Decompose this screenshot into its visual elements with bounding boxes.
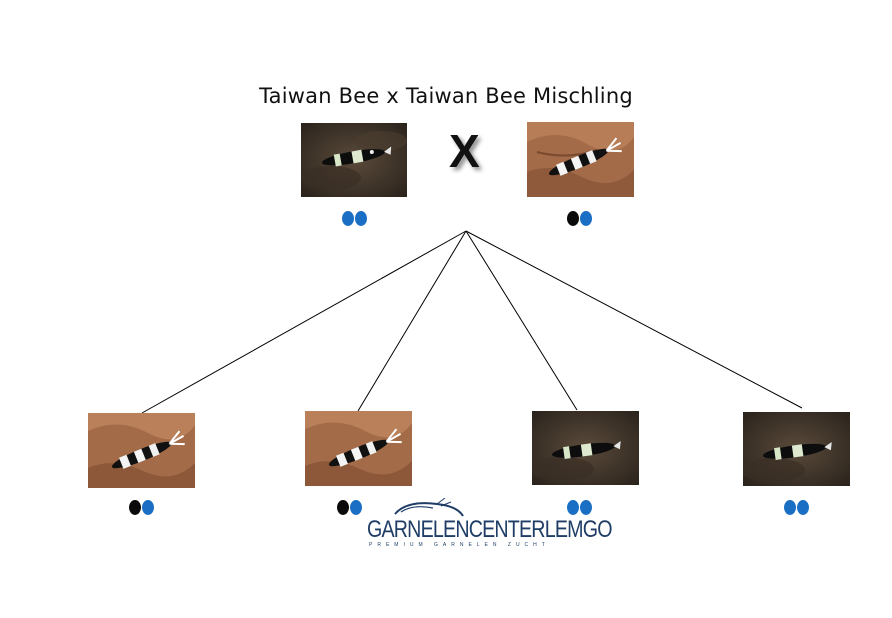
blue-allele-dot <box>580 211 592 226</box>
black-allele-dot <box>129 500 141 515</box>
offspring-4-alleles <box>784 500 809 515</box>
offspring-1-photo <box>88 413 195 488</box>
line-to-offspring-2 <box>357 230 467 412</box>
blue-allele-dot <box>342 211 354 226</box>
garnelencenter-lemgo-logo: GARNELENCENTERLEMGO PREMIUM GARNELEN ZUC… <box>367 498 613 548</box>
page-title: Taiwan Bee x Taiwan Bee Mischling <box>259 84 633 108</box>
parent-2-alleles <box>567 211 592 226</box>
offspring-3-photo <box>532 411 639 485</box>
blue-allele-dot <box>355 211 367 226</box>
logo-wordmark: GARNELENCENTERLEMGO <box>367 516 613 543</box>
blue-allele-dot <box>580 500 592 515</box>
offspring-3-alleles <box>567 500 592 515</box>
black-allele-dot <box>337 500 349 515</box>
blue-allele-dot <box>797 500 809 515</box>
parent-1-photo <box>301 123 407 197</box>
offspring-4-photo <box>743 412 850 486</box>
blue-allele-dot <box>567 500 579 515</box>
blue-allele-dot <box>142 500 154 515</box>
blue-allele-dot <box>350 500 362 515</box>
offspring-2-alleles <box>337 500 362 515</box>
blue-allele-dot <box>784 500 796 515</box>
cross-symbol: X <box>449 125 480 177</box>
offspring-2-photo <box>305 411 412 486</box>
black-allele-dot <box>567 211 579 226</box>
line-to-offspring-4 <box>465 230 803 409</box>
logo-tagline: PREMIUM GARNELEN ZUCHT <box>369 542 550 548</box>
shrimp-logo-icon <box>394 498 464 517</box>
line-to-offspring-3 <box>465 230 578 411</box>
offspring-1-alleles <box>129 500 154 515</box>
parent-2-photo <box>527 122 634 197</box>
line-to-offspring-1 <box>141 230 467 414</box>
parent-1-alleles <box>342 211 367 226</box>
